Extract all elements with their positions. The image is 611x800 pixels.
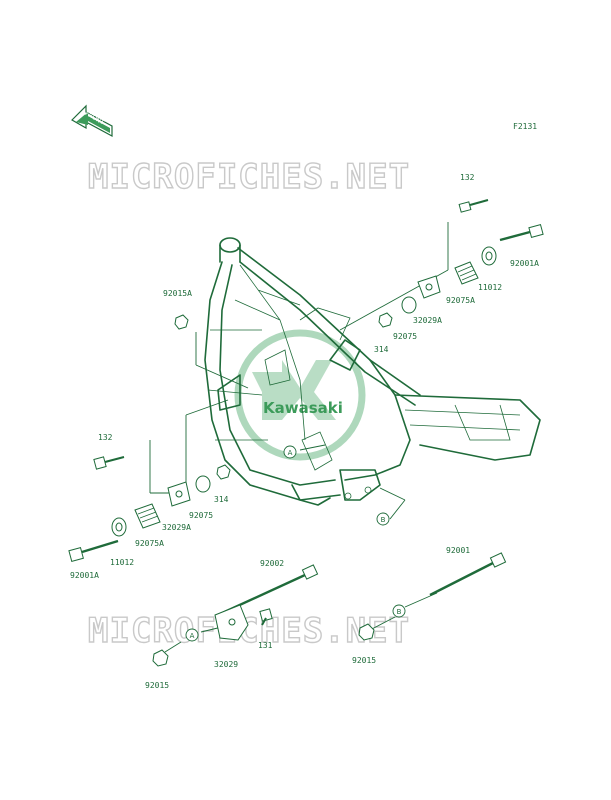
collar-92075A-right-icon	[454, 261, 479, 285]
logo-text: Kawasaki	[263, 399, 343, 417]
bolt-132-top-icon	[458, 199, 489, 213]
part-32029: 32029	[214, 660, 238, 669]
callout-b-lower: B	[392, 604, 406, 618]
plate-32029-icon	[214, 604, 249, 641]
callout-a-lower: A	[185, 628, 199, 642]
part-314-left: 314	[214, 495, 229, 504]
bolt-92001-icon	[429, 552, 507, 597]
part-92015-right: 92015	[352, 656, 376, 665]
part-92001A-right: 92001A	[510, 259, 539, 268]
bracket-32029A-right-icon	[417, 275, 441, 299]
bolt-92001A-left-icon	[68, 539, 119, 562]
bolt-92001A-right-icon	[499, 224, 544, 242]
svg-text:A: A	[288, 449, 293, 457]
figure-code: F2131	[513, 122, 537, 131]
frame-body	[204, 237, 541, 506]
spacer-92075-right-icon	[401, 296, 417, 314]
washer-11012-left-icon	[111, 517, 127, 537]
svg-text:B: B	[381, 516, 386, 524]
front-arrow-icon: FRONT	[71, 104, 113, 138]
washer-11012-right-icon	[481, 246, 497, 266]
part-32029A-left: 32029A	[162, 523, 191, 532]
part-92075A-left: 92075A	[135, 539, 164, 548]
part-92075-right: 92075	[393, 332, 417, 341]
collar-92075A-left-icon	[134, 503, 161, 529]
callout-b-upper: B	[376, 512, 390, 526]
part-132-left: 132	[98, 433, 113, 442]
nut-92015-left-icon	[152, 649, 169, 667]
spacer-92075-left-icon	[195, 475, 211, 493]
part-92015-left: 92015	[145, 681, 169, 690]
nut-92015A-icon	[174, 314, 189, 330]
bolt-131-icon	[259, 608, 273, 626]
callout-a-upper: A	[283, 445, 297, 459]
part-92001: 92001	[446, 546, 470, 555]
part-11012-right: 11012	[478, 283, 502, 292]
part-132-top: 132	[460, 173, 475, 182]
part-92015A: 92015A	[163, 289, 192, 298]
part-32029A-right: 32029A	[413, 316, 442, 325]
bracket-32029A-left-icon	[167, 481, 191, 507]
watermark-top: MICROFICHES.NET	[88, 157, 410, 197]
bolt-132-left-icon	[93, 456, 125, 470]
svg-text:B: B	[397, 608, 402, 616]
part-11012-left: 11012	[110, 558, 134, 567]
part-92075-left: 92075	[189, 511, 213, 520]
kawasaki-logo: Kawasaki	[234, 329, 366, 461]
leader-lines	[149, 222, 449, 653]
part-131: 131	[258, 641, 273, 650]
nut-314-right-icon	[378, 312, 393, 328]
part-92075A-right: 92075A	[446, 296, 475, 305]
part-92001A-left: 92001A	[70, 571, 99, 580]
nut-92015-right-icon	[358, 623, 375, 641]
watermark-bottom: MICROFICHES.NET	[88, 611, 410, 651]
svg-text:A: A	[190, 632, 195, 640]
nut-314-left-icon	[216, 464, 231, 480]
part-92002: 92002	[260, 559, 284, 568]
part-314-right: 314	[374, 345, 389, 354]
